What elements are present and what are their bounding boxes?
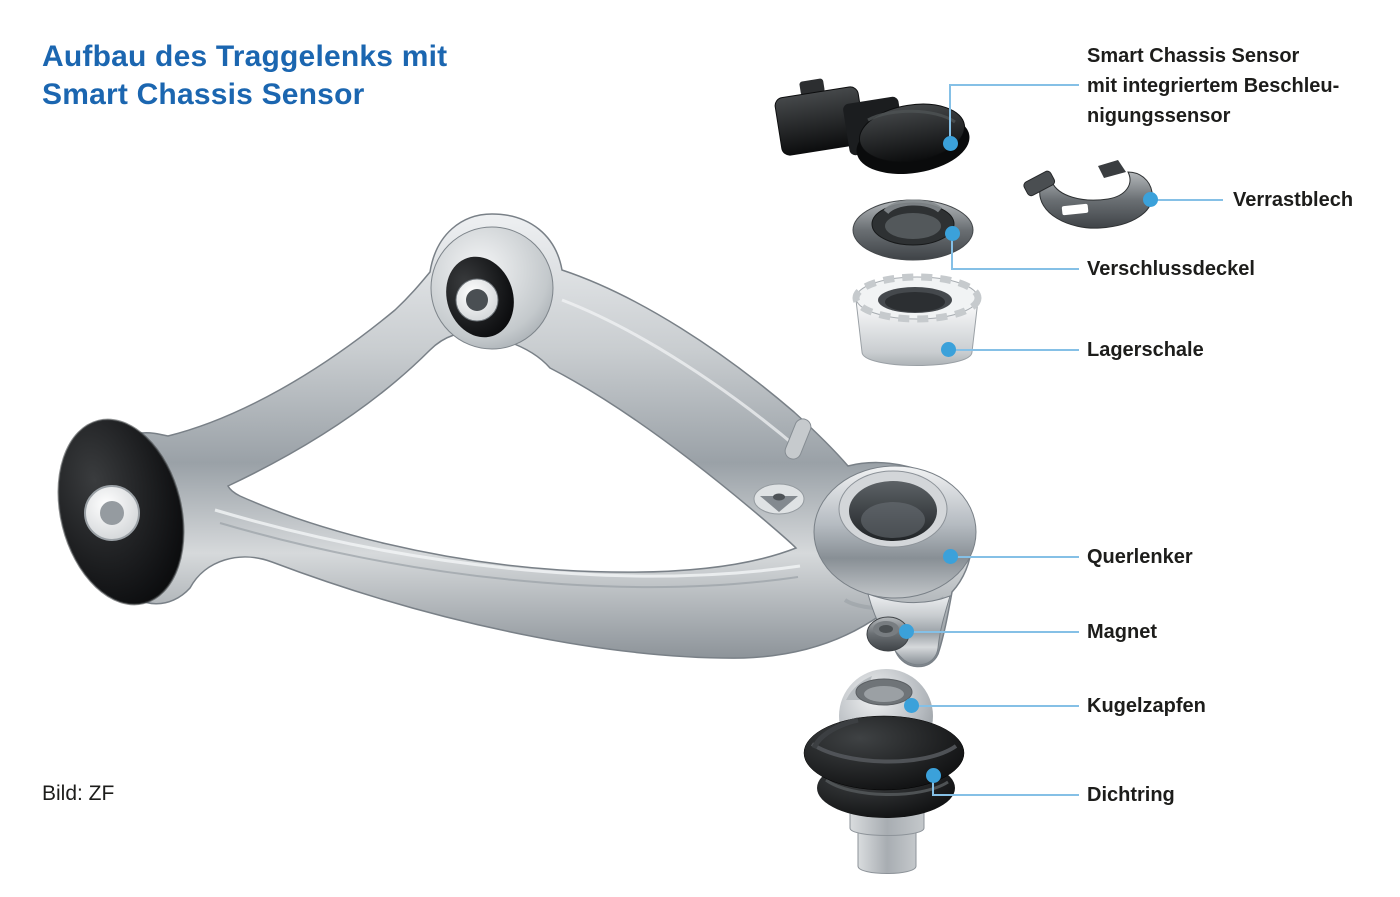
lagerschale-shape (852, 273, 982, 366)
verrastblech-shape (1023, 160, 1153, 229)
callout-line (949, 84, 951, 144)
page-title: Aufbau des Traggelenks mit Smart Chassis… (42, 38, 447, 114)
smart-chassis-sensor-shape (774, 78, 970, 174)
part-label-verrastblech: Verrastblech (1233, 189, 1354, 211)
callout-dot (943, 136, 958, 151)
kugelzapfen-dichtring-shape (803, 669, 965, 874)
callout-line (910, 705, 1079, 707)
callout-dot (941, 342, 956, 357)
part-label-dichtring: Dichtring (1087, 784, 1175, 806)
callout-dot (926, 768, 941, 783)
callout-line (949, 84, 1079, 86)
callout-line (947, 349, 1079, 351)
page-title-line-1: Aufbau des Traggelenks mit (42, 40, 448, 73)
querlenker-shape (57, 213, 977, 668)
callout-line (951, 233, 953, 269)
part-label-querlenker: Querlenker (1087, 546, 1193, 568)
part-label-kugelzapfen: Kugelzapfen (1087, 695, 1206, 717)
image-credit: Bild: ZF (42, 782, 115, 805)
page-title-line-2: Smart Chassis Sensor (42, 78, 365, 111)
part-label-verschlussdeckel: Verschlussdeckel (1087, 258, 1255, 280)
callout-dot (943, 549, 958, 564)
verschlussdeckel-shape (852, 199, 974, 261)
callout-line (905, 631, 1079, 633)
callout-line (932, 794, 1079, 796)
part-label-lagerschale: Lagerschale (1087, 339, 1204, 361)
part-label-magnet: Magnet (1087, 621, 1157, 643)
callout-dot (899, 624, 914, 639)
magnet-shape (866, 616, 910, 652)
callout-line (951, 268, 1079, 270)
part-label-smart-chassis-sensor: Smart Chassis Sensor mit integriertem Be… (1087, 45, 1340, 127)
callout-line (932, 776, 934, 796)
callout-dot (1143, 192, 1158, 207)
callout-dot (945, 226, 960, 241)
callout-line (1149, 199, 1223, 201)
callout-dot (904, 698, 919, 713)
callout-line (949, 556, 1079, 558)
